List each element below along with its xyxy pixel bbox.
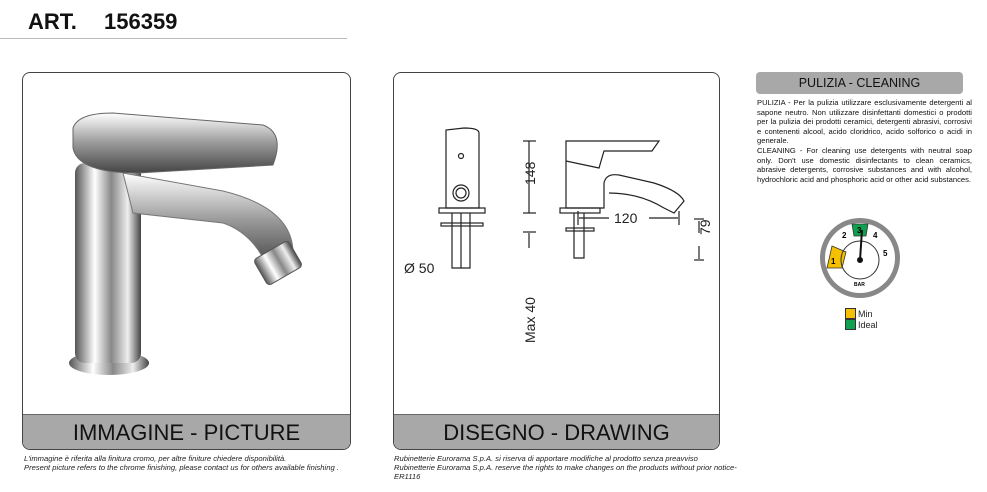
gauge-needle <box>859 229 863 261</box>
legend-ideal-label: Ideal <box>858 319 878 330</box>
drawing-note-2: Rubinetterie Eurorama S.p.A. reserve the… <box>394 463 737 481</box>
ideal-swatch <box>845 319 856 330</box>
cleaning-title: PULIZIA - CLEANING <box>756 72 963 94</box>
gauge-unit: BAR <box>854 282 865 288</box>
art-label: ART. <box>28 9 77 34</box>
cleaning-text: PULIZIA - Per la pulizia utilizzare escl… <box>757 98 972 184</box>
min-swatch <box>845 308 856 319</box>
picture-caption: IMMAGINE - PICTURE <box>23 414 350 449</box>
dim-diameter: Ø 50 <box>404 260 435 276</box>
art-number: 156359 <box>104 9 178 34</box>
header-divider <box>0 38 347 39</box>
gauge-num-4: 4 <box>873 231 878 240</box>
legend-min: Min <box>845 308 878 319</box>
gauge-legend: Min Ideal <box>845 308 878 330</box>
cleaning-text-it: PULIZIA - Per la pulizia utilizzare escl… <box>757 98 972 146</box>
picture-note-it: L'immagine è riferita alla finitura crom… <box>24 454 287 463</box>
faucet-photo <box>69 112 302 375</box>
drawing-note: Rubinetterie Eurorama S.p.A. si riserva … <box>394 454 754 481</box>
picture-note: L'immagine è riferita alla finitura crom… <box>24 454 364 472</box>
dim-spout: 79 <box>697 219 713 235</box>
gauge-num-2: 2 <box>842 231 847 240</box>
dim-reach: 120 <box>614 210 638 226</box>
picture-panel: IMMAGINE - PICTURE <box>22 72 351 450</box>
legend-ideal: Ideal <box>845 319 878 330</box>
dim-max: Max 40 <box>522 297 538 343</box>
drawing-caption: DISEGNO - DRAWING <box>394 414 719 449</box>
legend-min-label: Min <box>858 308 873 319</box>
drawing-note-1: Rubinetterie Eurorama S.p.A. si riserva … <box>394 454 698 463</box>
picture-note-en: Present picture refers to the chrome fin… <box>24 463 339 472</box>
cleaning-text-en: CLEANING - For cleaning use detergents w… <box>757 145 972 184</box>
technical-drawing: 120 Ø 50 148 Max 40 79 <box>404 127 713 343</box>
drawing-panel: 120 Ø 50 148 Max 40 79 DISEGNO - DRAWING <box>393 72 720 450</box>
gauge-num-1: 1 <box>831 257 836 266</box>
gauge-num-5: 5 <box>883 249 888 258</box>
gauge-num-3: 3 <box>857 226 862 235</box>
dim-height: 148 <box>522 161 538 185</box>
pressure-gauge-icon: 1 2 3 4 5 BAR <box>820 218 900 298</box>
